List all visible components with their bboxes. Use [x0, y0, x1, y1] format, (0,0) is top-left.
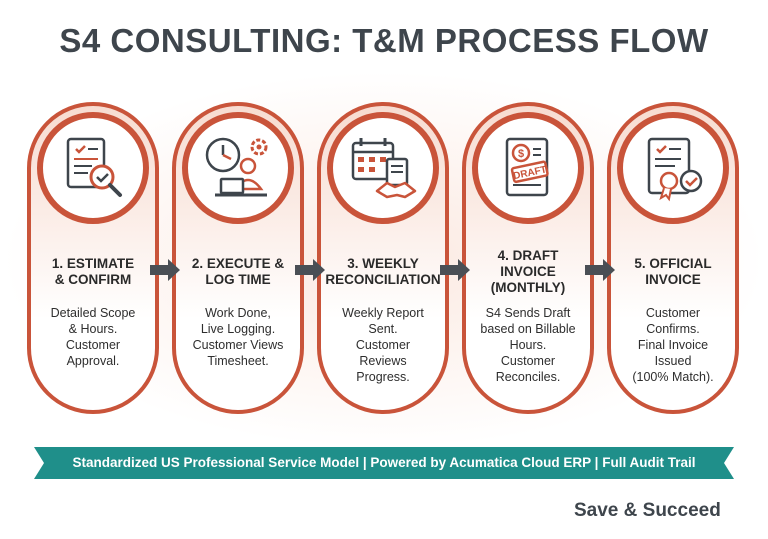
footer-banner: Standardized US Professional Service Mod… — [34, 447, 734, 479]
arrow-3-to-4-icon — [440, 259, 470, 281]
banner-ribbon — [34, 447, 734, 479]
page-title: S4 CONSULTING: T&M PROCESS FLOW — [59, 22, 709, 59]
document-magnifier-icon — [66, 137, 122, 197]
step-2-title: 2. EXECUTE &LOG TIME — [191, 256, 285, 287]
step-2: 2. EXECUTE &LOG TIME Work Done,Live Logg… — [172, 102, 304, 414]
certified-invoice-icon — [647, 137, 703, 202]
arrow-2-to-3-icon — [295, 259, 325, 281]
step-1-icon-circle — [37, 112, 149, 224]
step-4-icon-circle: $ DRAFT — [472, 112, 584, 224]
calendar-handshake-icon — [351, 138, 417, 199]
draft-invoice-icon: $ DRAFT — [505, 137, 549, 197]
step-3-icon-circle — [327, 112, 439, 224]
step-1-title: 1. ESTIMATE& CONFIRM — [51, 256, 135, 287]
svg-text:$: $ — [518, 148, 524, 160]
tagline: Save & Succeed — [574, 500, 721, 521]
step-2-icon-circle — [182, 112, 294, 224]
step-5-icon-circle — [617, 112, 729, 224]
banner-text: Standardized US Professional Service Mod… — [72, 455, 696, 470]
step-1: 1. ESTIMATE& CONFIRM Detailed Scope& Hou… — [27, 102, 159, 414]
clock-worker-icon — [205, 137, 268, 197]
arrow-4-to-5-icon — [585, 259, 615, 281]
arrow-1-to-2-icon — [150, 259, 180, 281]
